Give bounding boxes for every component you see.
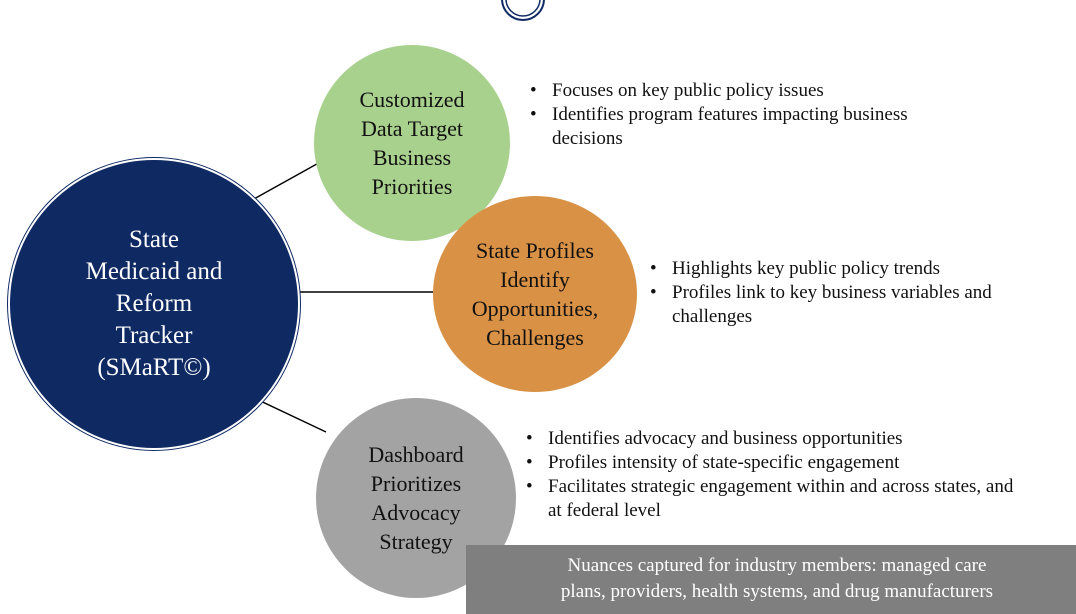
top-circle-icon	[501, 0, 545, 21]
node-bullet-list: Highlights key public policy trends Prof…	[650, 257, 1050, 329]
main-circle-label: State Medicaid and Reform Tracker (SMaRT…	[85, 226, 223, 381]
connector-line-1	[251, 159, 325, 201]
node-label: Dashboard Prioritizes Advocacy Strategy	[368, 442, 464, 554]
bullet-item: Identifies advocacy and business opportu…	[526, 427, 1026, 451]
bullet-item: Focuses on key public policy issues	[530, 79, 950, 103]
node-bullet-list: Focuses on key public policy issues Iden…	[530, 79, 950, 151]
node-circle-data-target: Customized Data Target Business Prioriti…	[314, 45, 510, 241]
main-tracker-circle: State Medicaid and Reform Tracker (SMaRT…	[8, 158, 300, 450]
node-circle-state-profiles: State Profiles Identify Opportunities, C…	[433, 196, 637, 392]
node-label: State Profiles Identify Opportunities, C…	[471, 238, 599, 350]
bullet-item: Profiles intensity of state-specific eng…	[526, 451, 1026, 475]
bullet-item: Profiles link to key business variables …	[650, 281, 1050, 329]
node-bullet-list: Identifies advocacy and business opportu…	[526, 427, 1026, 523]
node-label: Customized Data Target Business Prioriti…	[359, 87, 465, 199]
industry-note-box: Nuances captured for industry members: m…	[466, 545, 1076, 614]
bullet-item: Facilitates strategic engagement within …	[526, 475, 1026, 523]
bullet-item: Identifies program features impacting bu…	[530, 103, 950, 151]
connector-line-3	[251, 396, 327, 433]
bullet-item: Highlights key public policy trends	[650, 257, 1050, 281]
